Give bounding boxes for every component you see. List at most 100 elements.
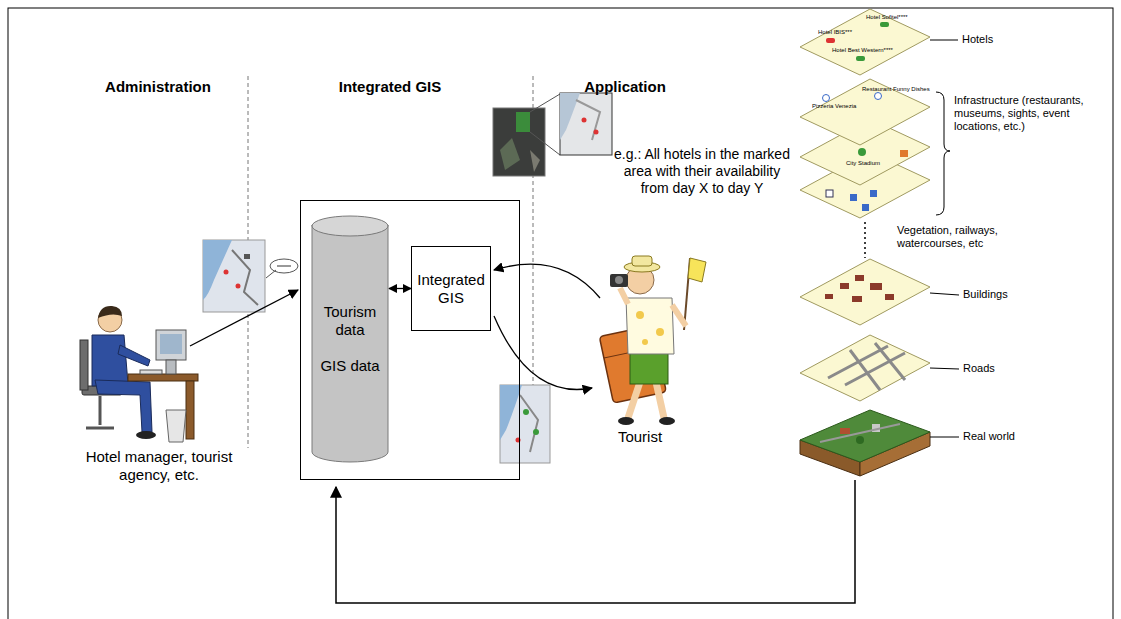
- map-image: [500, 385, 550, 463]
- chair-base: [86, 427, 114, 430]
- stadium-icon: [858, 148, 866, 156]
- poi-icon: [870, 190, 877, 197]
- process-box: Integrated GIS: [411, 246, 491, 331]
- map-water: [500, 385, 522, 440]
- restaurant-icon: [875, 93, 882, 100]
- hat-brim: [624, 262, 660, 272]
- administrator-figure: [80, 306, 198, 442]
- keyboard: [140, 370, 162, 374]
- map-text: Restaurant Funny Dishes: [862, 86, 930, 93]
- zoomed-dot: [594, 130, 599, 135]
- poi-icon: [850, 194, 857, 201]
- building-shape: [852, 296, 862, 302]
- map-road: [232, 250, 258, 305]
- head: [626, 266, 654, 294]
- cylinder-body: [312, 225, 388, 462]
- shorts: [630, 350, 668, 384]
- camera-lens: [615, 276, 623, 284]
- poi-icon: [900, 150, 908, 157]
- chair-seat: [82, 386, 122, 395]
- layer-sheet: [800, 79, 930, 145]
- flow-arrow: [190, 290, 298, 346]
- shirt-flower: [642, 339, 648, 345]
- hotels-layer: [800, 9, 930, 75]
- response-arrow: [494, 316, 592, 390]
- desk-top: [128, 374, 198, 381]
- building-shape: [855, 275, 864, 281]
- database-cylinder: Tourism dataGIS data: [311, 215, 389, 463]
- chair-back: [80, 340, 88, 390]
- leg: [656, 382, 664, 418]
- zoomed-dot: [582, 118, 587, 123]
- cylinder-outline: [311, 215, 389, 463]
- leader-line: [930, 40, 958, 41]
- actor-label: Tourist: [600, 428, 680, 446]
- zoomed-water: [560, 93, 580, 140]
- shoe: [618, 417, 634, 425]
- zoomed-road: [576, 100, 600, 140]
- zoom-line: [530, 132, 560, 155]
- connector-arrow: [389, 288, 411, 289]
- ground-side: [800, 440, 860, 476]
- shoe: [136, 431, 156, 439]
- monitor-stand: [166, 360, 176, 374]
- chair-post: [99, 396, 102, 425]
- leader-line: [930, 437, 959, 438]
- layer-sheet: [800, 119, 930, 185]
- map-thumbnail: [203, 240, 298, 312]
- map-dot: [224, 270, 229, 275]
- tourist-figure: [599, 256, 706, 425]
- model-building: [872, 424, 880, 432]
- roads-layer: [800, 335, 930, 401]
- zoomed-map: [560, 93, 612, 155]
- poi-icon: [862, 204, 869, 211]
- map-image: [203, 240, 265, 312]
- speech-bubble: [270, 259, 298, 273]
- satellite-patch: [530, 150, 540, 172]
- node-text: GIS data: [320, 357, 379, 375]
- buildings-layer: [800, 259, 930, 325]
- map-text: Hotel Best Western****: [832, 47, 893, 54]
- node-text: Tourism data: [315, 303, 385, 339]
- leader-line: [930, 293, 959, 295]
- infrastructure-layers: [800, 79, 930, 218]
- zoom-line: [530, 94, 560, 112]
- column-divider: [248, 76, 249, 448]
- restaurant-icon: [823, 95, 830, 102]
- hotel-icon: [856, 56, 865, 61]
- bubble-tail: [266, 270, 276, 278]
- leader-line: [930, 368, 959, 369]
- map-building: [244, 254, 250, 259]
- suit-torso: [92, 335, 128, 386]
- map-text: Hotel IBIS***: [818, 29, 852, 36]
- arm: [620, 288, 628, 304]
- layer-label: Roads: [963, 362, 1083, 375]
- column-heading: Integrated GIS: [310, 78, 470, 96]
- suitcase-strap: [604, 347, 657, 358]
- road-lines: [828, 343, 905, 390]
- map-text: City Stadium: [846, 160, 880, 167]
- building-shape: [840, 283, 849, 289]
- feedback-arrow: [336, 480, 855, 603]
- model-tree: [856, 436, 864, 444]
- real-world-block: [800, 410, 930, 476]
- map-text: Hotel Sofitel****: [866, 14, 908, 21]
- satellite-patch: [500, 138, 520, 170]
- example-note: e.g.: All hotels in the marked area with…: [614, 146, 790, 196]
- map-water: [203, 240, 232, 300]
- poi-icon: [826, 190, 833, 197]
- layer-label: Infrastructure (restaurants, museums, si…: [954, 94, 1110, 134]
- map-road: [520, 395, 538, 452]
- building-shape: [885, 294, 894, 300]
- result-map: [500, 385, 550, 463]
- hotel-dot: [533, 429, 539, 435]
- figure-part: [599, 325, 666, 403]
- column-divider: [533, 76, 534, 448]
- column-heading: Administration: [78, 78, 238, 96]
- ground-side: [860, 432, 930, 476]
- leg: [628, 382, 640, 418]
- layer-sheet: [800, 335, 930, 401]
- suit-arm: [118, 345, 150, 366]
- shoe: [659, 417, 675, 425]
- satellite-image: [493, 108, 545, 176]
